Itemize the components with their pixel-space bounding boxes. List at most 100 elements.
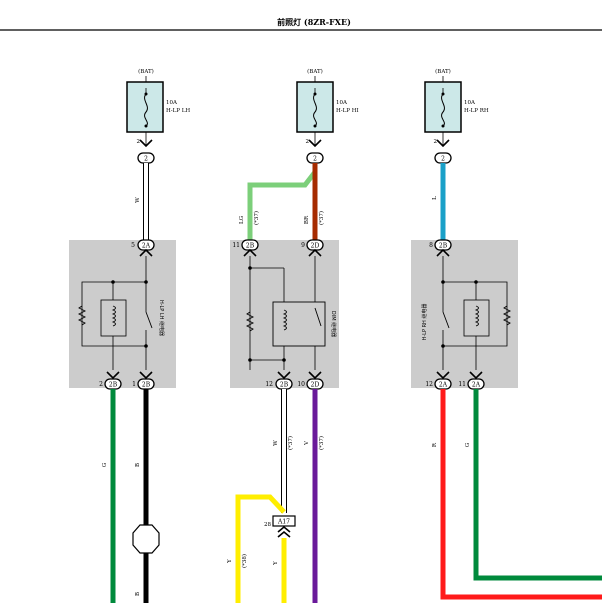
chevron-down-icon — [106, 371, 120, 380]
wire-b-lh-label: B — [135, 463, 141, 467]
fuse-lh-source: (BAT) — [138, 68, 154, 75]
connector-a17: 28 A17 — [264, 515, 296, 538]
fuse-rh-pin: 2 — [434, 139, 438, 145]
wire-v-mid-note: (*37) — [318, 436, 325, 450]
wire-y-left-note: (*38) — [241, 554, 248, 568]
fuse-lh-pin: 2 — [137, 139, 141, 145]
chevron-up-icon — [139, 248, 153, 257]
fuse-rh-name: H-LP RH — [464, 108, 489, 114]
relay-rh-name: H-LP RH 继电器 — [421, 304, 428, 341]
svg-text:5: 5 — [131, 242, 135, 249]
relay-rh-box — [411, 240, 518, 388]
relay-dim-resistor-icon — [245, 311, 255, 332]
svg-text:9: 9 — [301, 242, 305, 249]
wire-g-rh — [473, 389, 602, 581]
svg-text:1: 1 — [132, 381, 136, 388]
relay-lh-resistor-icon — [77, 305, 87, 326]
relay-lh-box — [69, 240, 176, 388]
svg-text:10: 10 — [297, 381, 305, 388]
svg-text:12: 12 — [425, 381, 433, 388]
svg-text:2A: 2A — [472, 382, 481, 389]
relay-rh-switch-icon — [442, 311, 450, 329]
fuse-lh-element-icon — [144, 93, 148, 127]
svg-text:8: 8 — [429, 242, 433, 249]
wire-v-mid-label: V — [304, 440, 310, 446]
fuse-hi-name: H-LP HI — [336, 108, 359, 114]
chevron-down-icon — [277, 371, 291, 380]
fuse-rh-rating: 10A — [464, 100, 476, 106]
relay-dim-switch-icon — [314, 307, 322, 327]
chevron-up-icon — [436, 248, 450, 257]
fuse-lh-name: H-LP LH — [166, 108, 190, 114]
page-title: 前照灯 (8ZR-FXE) — [277, 17, 351, 27]
fuse-hi: (BAT) 10A H-LP HI 2 2 — [296, 68, 359, 164]
fuse-lh: (BAT) 10A H-LP LH 2 2 — [126, 68, 190, 164]
svg-text:2B: 2B — [246, 243, 255, 250]
svg-text:2: 2 — [144, 156, 148, 163]
wire-g-lh-label: G — [102, 463, 108, 467]
wire-y-right-label: Y — [273, 561, 279, 566]
wire-r-rh-label: R — [432, 442, 438, 447]
wire-l-rh-label: L — [432, 196, 438, 200]
fuse-hi-element-icon — [313, 93, 317, 127]
fuse-rh: (BAT) 10A H-LP RH 2 2 — [424, 68, 489, 164]
chevron-down-icon — [469, 371, 483, 380]
wire-w-mid-note: (*37) — [287, 436, 294, 450]
relay-lh-coil-icon — [111, 305, 116, 327]
wire-w-lh-label: W — [135, 197, 141, 203]
fuse-hi-rating: 10A — [336, 100, 348, 106]
connector-a17-name: A17 — [277, 519, 290, 526]
wire-lg — [247, 170, 317, 240]
fuse-lh-box — [126, 81, 164, 133]
relay-rh: 8 2B H-LP RH 继电器 12 2A 11 2A — [411, 239, 518, 390]
connector-a17-pin: 28 — [264, 522, 271, 528]
chevron-down-icon — [139, 139, 153, 148]
fuse-hi-pin: 2 — [306, 139, 310, 145]
relay-lh-coil-frame — [100, 299, 127, 337]
relay-lh-switch-icon — [145, 311, 153, 329]
wire-r-rh — [440, 389, 602, 600]
svg-text:2: 2 — [99, 381, 103, 388]
wire-br-note: (*37) — [318, 211, 325, 225]
wire-lg-label: LG — [239, 216, 245, 224]
svg-text:2A: 2A — [142, 243, 151, 250]
svg-text:11: 11 — [458, 381, 466, 388]
relay-dim: 11 2B 9 2D DIM 继电器 12 2B 10 2D — [230, 239, 339, 390]
fuse-rh-element-icon — [441, 93, 445, 127]
relay-rh-coil-icon — [474, 305, 479, 327]
relay-dim-coil-icon — [282, 309, 287, 331]
svg-text:2A: 2A — [439, 382, 448, 389]
wire-w-mid-label: W — [273, 440, 279, 446]
relay-rh-resistor-icon — [502, 305, 512, 326]
splice-point-icon — [132, 524, 160, 554]
fuse-hi-source: (BAT) — [307, 68, 323, 75]
svg-text:2: 2 — [441, 156, 445, 163]
svg-text:2D: 2D — [311, 243, 320, 250]
chevron-up-icon — [308, 248, 322, 257]
svg-text:2B: 2B — [439, 243, 448, 250]
fuse-lh-rating: 10A — [166, 100, 178, 106]
svg-text:2B: 2B — [280, 382, 289, 389]
wire-g-rh-label: G — [465, 443, 471, 447]
chevron-down-icon — [436, 371, 450, 380]
relay-lh: 5 2A H-LP LH 继电器 2 2B 1 2B — [69, 239, 176, 390]
wire-y-left — [235, 494, 286, 603]
relay-rh-coil-frame — [463, 299, 490, 337]
chevron-down-icon — [436, 139, 450, 148]
relay-lh-name: H-LP LH 继电器 — [158, 300, 165, 336]
svg-text:2B: 2B — [109, 382, 118, 389]
chevron-down-icon — [308, 139, 322, 148]
fuse-rh-source: (BAT) — [435, 68, 451, 75]
chevron-down-icon — [139, 371, 153, 380]
wire-br-label: BR — [304, 215, 310, 224]
wire-b-lh-bottom-label: B — [135, 592, 141, 596]
chevron-up-icon — [243, 248, 257, 257]
svg-text:2D: 2D — [311, 382, 320, 389]
relay-dim-name: DIM 继电器 — [330, 311, 337, 337]
svg-text:11: 11 — [232, 242, 240, 249]
svg-text:12: 12 — [265, 381, 273, 388]
chevron-up-icon — [277, 530, 291, 538]
wire-y-left-label: Y — [227, 559, 233, 564]
svg-text:2: 2 — [313, 156, 317, 163]
